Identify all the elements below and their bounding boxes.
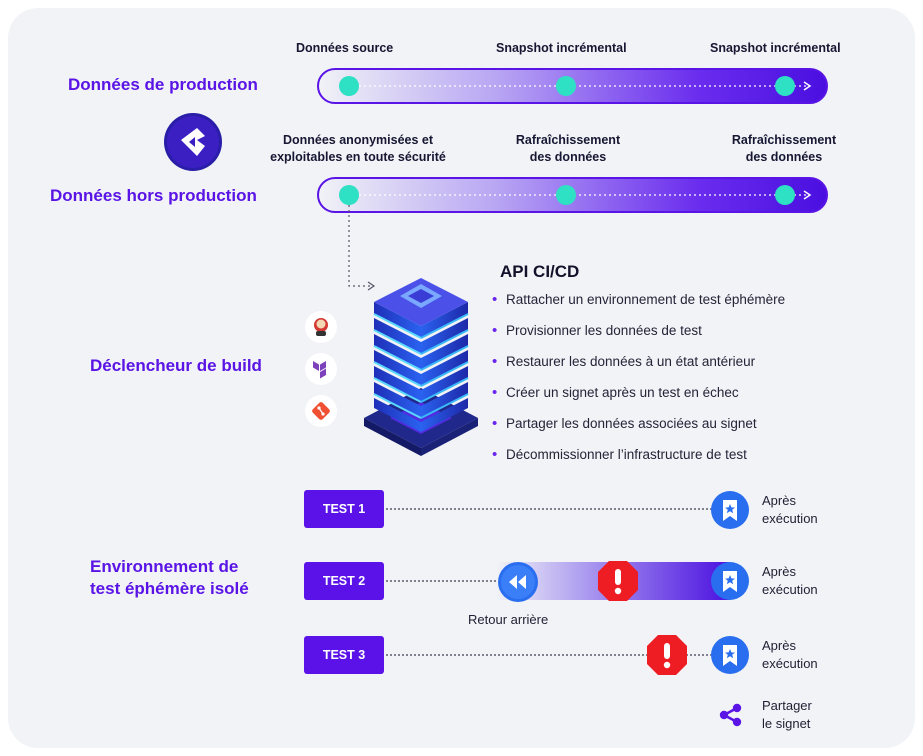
alert-stop-icon xyxy=(647,635,687,675)
terraform-icon xyxy=(305,353,337,385)
bookmark-icon[interactable] xyxy=(710,635,750,675)
test-2-button[interactable]: TEST 2 xyxy=(304,562,384,600)
delphix-logo-icon xyxy=(164,113,222,171)
share-label: Partager le signet xyxy=(762,698,812,731)
connector-line xyxy=(348,205,372,287)
build-trigger-label: Déclencheur de build xyxy=(90,356,262,375)
jenkins-icon xyxy=(305,311,337,343)
share-icon[interactable] xyxy=(718,702,744,728)
api-item-5: Partager les données associées au signet xyxy=(492,415,757,432)
production-point-2 xyxy=(556,76,576,96)
production-point-3 xyxy=(775,76,795,96)
rewind-icon[interactable] xyxy=(497,561,539,603)
test-3-button[interactable]: TEST 3 xyxy=(304,636,384,674)
server-stack-icon xyxy=(364,278,478,456)
production-point-1 xyxy=(339,76,359,96)
production-point-label-2: Snapshot incrémental xyxy=(496,41,627,55)
test-1-button[interactable]: TEST 1 xyxy=(304,490,384,528)
after-execution-label-2: Après exécution xyxy=(762,564,818,597)
non-production-point-1 xyxy=(339,185,359,205)
production-point-label-1: Données source xyxy=(296,41,394,55)
alert-stop-icon xyxy=(598,561,638,601)
api-title: API CI/CD xyxy=(500,262,580,281)
bookmark-icon[interactable] xyxy=(710,490,750,530)
production-point-label-3: Snapshot incrémental xyxy=(710,41,841,55)
non-production-point-label-1: Données anonymisées et exploitables en t… xyxy=(270,133,446,164)
api-item-6: Décommissionner l’infrastructure de test xyxy=(492,446,747,463)
api-item-1: Rattacher un environnement de test éphém… xyxy=(492,291,785,308)
non-production-point-label-3: Rafraîchissement des données xyxy=(731,133,837,164)
after-execution-label-3: Après exécution xyxy=(762,638,818,671)
rewind-label: Retour arrière xyxy=(468,612,549,627)
non-production-point-3 xyxy=(775,185,795,205)
ephemeral-env-label: Environnement de test éphémère isolé xyxy=(90,557,249,598)
api-item-3: Restaurer les données à un état antérieu… xyxy=(492,353,755,370)
bookmark-icon[interactable] xyxy=(710,561,750,601)
git-icon xyxy=(305,395,337,427)
api-item-2: Provisionner les données de test xyxy=(492,322,702,339)
api-item-4: Créer un signet après un test en échec xyxy=(492,384,739,401)
non-production-point-2 xyxy=(556,185,576,205)
non-production-point-label-2: Rafraîchissement des données xyxy=(515,133,621,164)
after-execution-label-1: Après exécution xyxy=(762,493,818,526)
non-production-label: Données hors production xyxy=(50,186,257,205)
production-label: Données de production xyxy=(68,75,258,94)
